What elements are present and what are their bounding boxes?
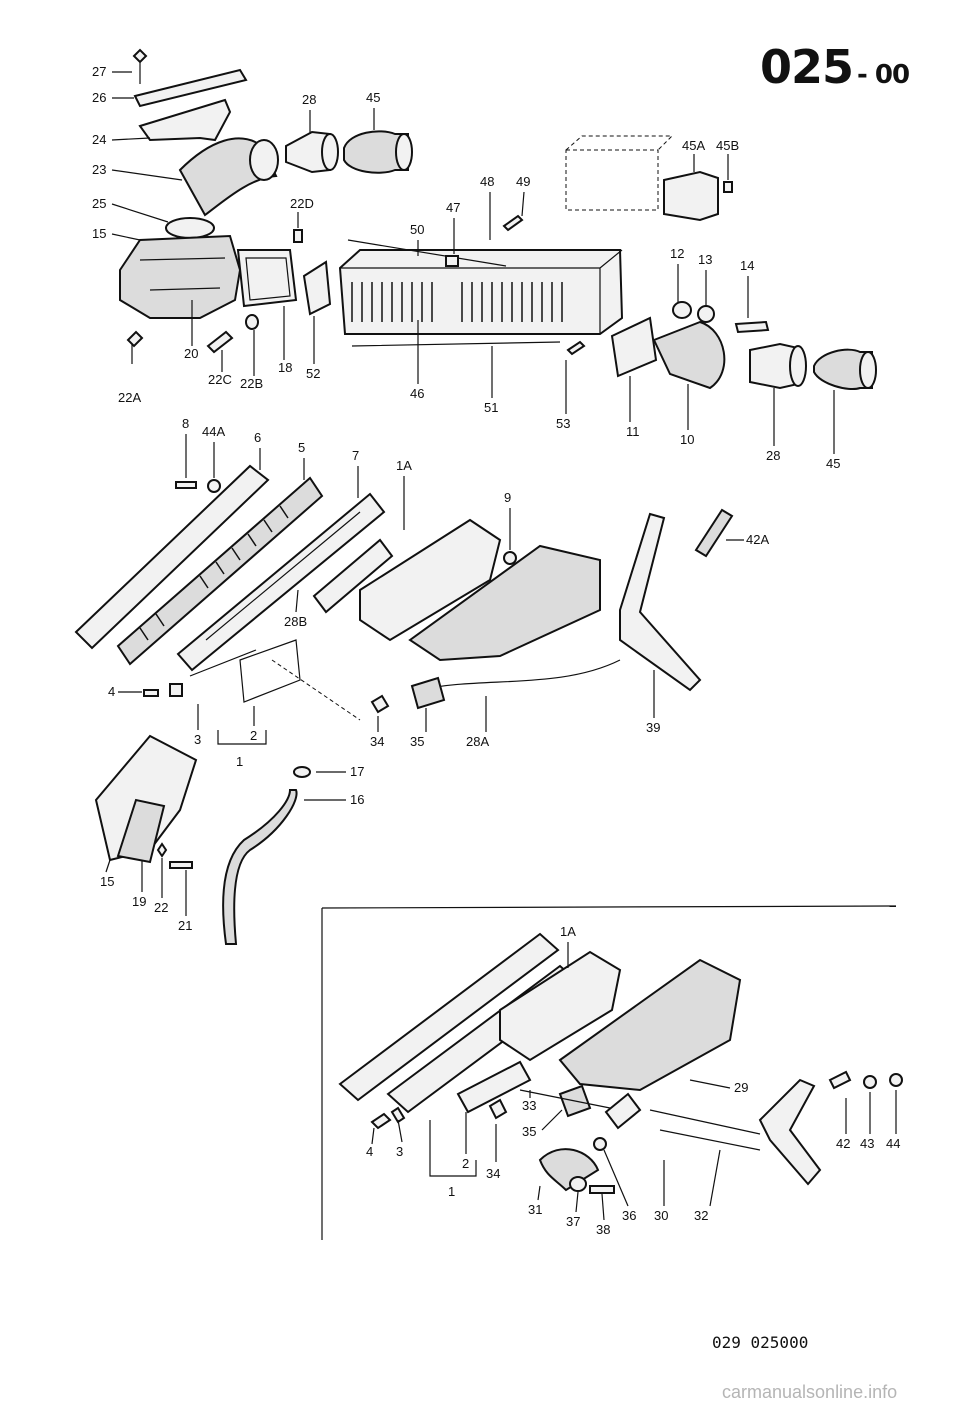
label-49: 49 — [516, 174, 530, 189]
inset-label-37: 37 — [566, 1214, 580, 1229]
label-47: 47 — [446, 200, 460, 215]
label-21: 21 — [178, 918, 192, 933]
inset-label-36: 36 — [622, 1208, 636, 1223]
diagram-page-code: 025- 00 — [760, 40, 910, 94]
inset-label-43: 43 — [860, 1136, 874, 1151]
label-3: 3 — [194, 732, 201, 747]
label-20: 20 — [184, 346, 198, 361]
heater-box-46 — [338, 214, 624, 356]
label-1: 1 — [236, 754, 243, 769]
intake-assembly — [119, 48, 413, 364]
label-9: 9 — [504, 490, 511, 505]
inset-label-30: 30 — [654, 1208, 668, 1223]
label-22: 22 — [154, 900, 168, 915]
inset-label-42: 42 — [836, 1136, 850, 1151]
label-39: 39 — [646, 720, 660, 735]
label-48: 48 — [480, 174, 494, 189]
inset-label-3: 3 — [396, 1144, 403, 1159]
inset-label-1: 1 — [448, 1184, 455, 1199]
label-42A: 42A — [746, 532, 769, 547]
label-5: 5 — [298, 440, 305, 455]
inset-label-34: 34 — [486, 1166, 500, 1181]
label-6: 6 — [254, 430, 261, 445]
inset-label-4: 4 — [366, 1144, 373, 1159]
label-11: 11 — [626, 424, 640, 439]
label-17: 17 — [350, 764, 364, 779]
lower-duct-assembly — [94, 734, 311, 945]
inset-label-32: 32 — [694, 1208, 708, 1223]
label-23: 23 — [92, 162, 106, 177]
label-4: 4 — [108, 684, 115, 699]
label-15-top: 15 — [92, 226, 106, 241]
label-2: 2 — [250, 728, 257, 743]
label-27: 27 — [92, 64, 106, 79]
inset-label-44: 44 — [886, 1136, 900, 1151]
label-28-top: 28 — [302, 92, 316, 107]
label-26: 26 — [92, 90, 106, 105]
side-vent-assembly — [610, 301, 877, 390]
label-10: 10 — [680, 432, 694, 447]
connector-group — [565, 135, 733, 222]
label-14: 14 — [740, 258, 754, 273]
watermark: carmanualsonline.info — [722, 1382, 898, 1402]
label-45B: 45B — [716, 138, 739, 153]
label-50: 50 — [410, 222, 424, 237]
label-34: 34 — [370, 734, 384, 749]
label-25: 25 — [92, 196, 106, 211]
label-45-right: 45 — [826, 456, 840, 471]
label-28B: 28B — [284, 614, 307, 629]
inset-label-31: 31 — [528, 1202, 542, 1217]
label-22C: 22C — [208, 372, 232, 387]
label-46: 46 — [410, 386, 424, 401]
inset-label-1A: 1A — [560, 924, 576, 939]
label-45A: 45A — [682, 138, 705, 153]
label-45-top: 45 — [366, 90, 380, 105]
label-24: 24 — [92, 132, 106, 147]
label-35: 35 — [410, 734, 424, 749]
label-52: 52 — [306, 366, 320, 381]
label-8: 8 — [182, 416, 189, 431]
inset-label-29: 29 — [734, 1080, 748, 1095]
label-15-bottom: 15 — [100, 874, 114, 889]
dash-vent-assembly — [74, 464, 734, 721]
label-13: 13 — [698, 252, 712, 267]
label-12: 12 — [670, 246, 684, 261]
label-28-right: 28 — [766, 448, 780, 463]
label-22A: 22A — [118, 390, 141, 405]
inset-label-33: 33 — [522, 1098, 536, 1113]
label-1A: 1A — [396, 458, 412, 473]
inset-label-35: 35 — [522, 1124, 536, 1139]
part-labels: 27 26 24 23 25 15 20 22A 22C 22B 22D 18 … — [92, 64, 900, 1237]
label-16: 16 — [350, 792, 364, 807]
label-51: 51 — [484, 400, 498, 415]
label-18: 18 — [278, 360, 292, 375]
label-22D: 22D — [290, 196, 314, 211]
label-44A: 44A — [202, 424, 225, 439]
label-28A: 28A — [466, 734, 489, 749]
inset-label-2: 2 — [462, 1156, 469, 1171]
label-22B: 22B — [240, 376, 263, 391]
figure-reference: 029 025000 — [712, 1333, 809, 1352]
inset-variant-assembly — [321, 905, 903, 1240]
label-53: 53 — [556, 416, 570, 431]
label-19: 19 — [132, 894, 146, 909]
inset-label-38: 38 — [596, 1222, 610, 1237]
label-7: 7 — [352, 448, 359, 463]
